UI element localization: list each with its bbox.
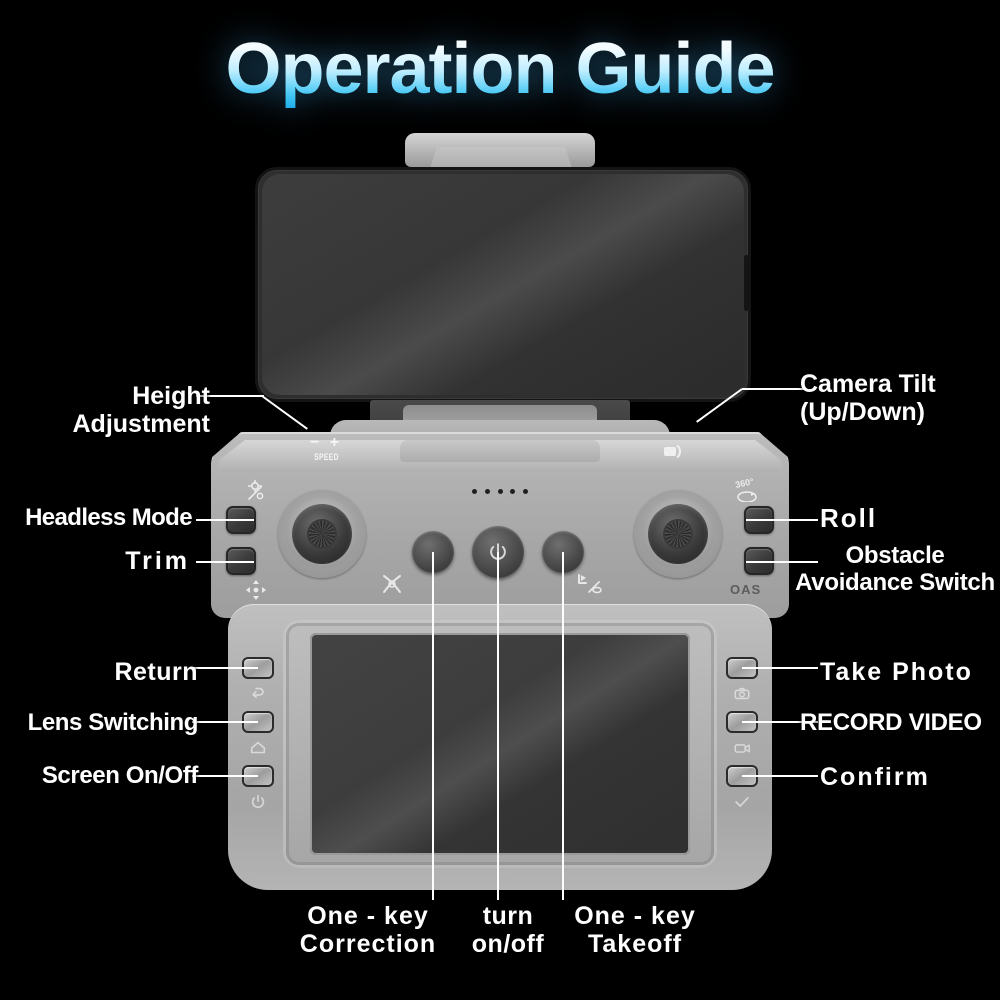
label-oas-line2: Avoidance Switch <box>795 568 995 596</box>
camera-icon <box>730 684 754 704</box>
camera-tilt-dial[interactable] <box>634 490 722 578</box>
leader-line-height-h <box>196 395 264 397</box>
page-title: Operation Guide <box>0 28 1000 110</box>
label-correction-line1: One - key <box>307 902 429 930</box>
label-onoff-line2: on/off <box>471 930 545 958</box>
label-takeoff-line2: Takeoff <box>587 930 683 958</box>
svg-text:360°: 360° <box>734 478 755 490</box>
phone-screen <box>262 174 744 395</box>
label-camera-tilt: Camera Tilt (Up/Down) <box>800 370 1000 426</box>
home-icon <box>246 738 270 758</box>
label-lens-switching: Lens Switching <box>27 709 199 736</box>
right-stick-cap <box>665 521 691 547</box>
label-tilt-line1: Camera Tilt <box>800 370 936 398</box>
label-headless-mode: Headless Mode <box>25 504 193 531</box>
label-takeoff-line1: One - key <box>574 902 696 930</box>
speed-label: SPEED <box>314 452 339 462</box>
label-trim: Trim <box>125 547 190 575</box>
oas-label: OAS <box>730 582 762 597</box>
leader-line-confirm <box>742 775 818 777</box>
camera-tilt-icon <box>662 441 688 461</box>
leader-line-photo <box>742 667 818 669</box>
label-onoff-line1: turn <box>482 902 534 930</box>
leader-line-return <box>192 667 258 669</box>
label-height-adjustment: Height Adjustment <box>0 382 211 438</box>
label-turn-on-off: turn on/off <box>452 902 564 958</box>
leader-line-oas <box>746 561 818 563</box>
leader-line-roll <box>746 519 818 521</box>
leader-line-headless <box>196 519 254 521</box>
left-stick-cap <box>309 521 335 547</box>
label-oas-line1: Obstacle <box>845 542 945 569</box>
label-obstacle-avoidance: Obstacle Avoidance Switch <box>790 542 1000 597</box>
label-roll: Roll <box>820 503 878 533</box>
label-return: Return <box>114 658 198 686</box>
label-tilt-line2: (Up/Down) <box>800 398 925 426</box>
video-camera-icon <box>730 738 754 758</box>
label-screen-onoff: Screen On/Off <box>41 762 199 789</box>
controller-hinge <box>400 440 600 462</box>
label-height-line1: Height <box>132 382 210 410</box>
headless-mode-icon <box>244 478 268 502</box>
check-icon <box>730 792 754 812</box>
back-arrow-icon <box>246 684 270 704</box>
leader-line-record <box>742 721 818 723</box>
compass-correction-icon <box>380 572 404 596</box>
leader-line-screen <box>192 775 258 777</box>
phone-side-button-icon <box>744 255 748 311</box>
label-take-photo: Take Photo <box>820 658 973 686</box>
360-roll-icon: 360° <box>734 478 762 502</box>
controller-display[interactable] <box>310 633 690 855</box>
leader-line-tilt-h <box>742 388 804 390</box>
leader-line-trim <box>196 561 254 563</box>
label-one-key-takeoff: One - key Takeoff <box>552 902 718 958</box>
leader-line-onoff <box>497 552 499 900</box>
leader-line-correction <box>432 552 434 900</box>
leader-line-takeoff <box>562 552 564 900</box>
status-led-indicators <box>472 489 528 494</box>
label-correction-line2: Correction <box>299 930 437 958</box>
label-confirm: Confirm <box>820 763 930 791</box>
label-height-line2: Adjustment <box>72 410 211 438</box>
speed-plus-minus-label: − + <box>310 434 343 451</box>
mounted-phone[interactable] <box>255 167 751 402</box>
height-adjustment-dial[interactable] <box>278 490 366 578</box>
leader-line-lens <box>192 721 258 723</box>
takeoff-landing-icon <box>576 572 602 596</box>
four-way-arrows-icon <box>244 578 268 602</box>
power-icon <box>246 792 270 812</box>
label-one-key-correction: One - key Correction <box>278 902 458 958</box>
label-record-video: RECORD VIDEO <box>800 709 982 736</box>
